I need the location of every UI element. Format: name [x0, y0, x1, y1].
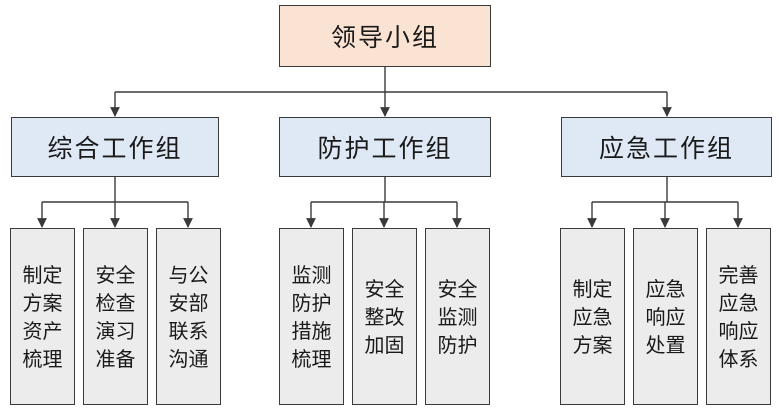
group-node-label: 防护工作组 — [317, 134, 453, 163]
root-node-leadership-group: 领导小组 — [279, 5, 491, 67]
task-node-label: 安全监测防护 — [437, 276, 478, 357]
task-node-label: 制定应急方案 — [572, 276, 613, 357]
group-node-emergency: 应急工作组 — [561, 117, 772, 177]
task-node-label: 监测防护措施梳理 — [291, 262, 332, 371]
task-node-3-2: 应急响应处置 — [633, 228, 698, 405]
task-node-2-2: 安全整改加固 — [352, 228, 417, 405]
task-node-label: 与公安部联系沟通 — [168, 262, 209, 371]
group-node-general: 综合工作组 — [11, 117, 219, 177]
group-node-label: 综合工作组 — [47, 134, 183, 163]
task-node-2-3: 安全监测防护 — [425, 228, 490, 405]
task-node-label: 应急响应处置 — [645, 276, 686, 357]
group-node-protection: 防护工作组 — [279, 117, 491, 177]
task-node-1-2: 安全检查演习准备 — [83, 228, 148, 405]
root-node-label: 领导小组 — [330, 23, 439, 52]
task-node-label: 完善应急响应体系 — [718, 262, 759, 371]
task-node-3-1: 制定应急方案 — [560, 228, 625, 405]
task-node-label: 制定方案资产梳理 — [22, 262, 63, 371]
task-node-1-3: 与公安部联系沟通 — [156, 228, 221, 405]
group-node-label: 应急工作组 — [598, 134, 734, 163]
task-node-3-3: 完善应急响应体系 — [706, 228, 771, 405]
task-node-label: 安全检查演习准备 — [95, 262, 136, 371]
task-node-label: 安全整改加固 — [364, 276, 405, 357]
task-node-2-1: 监测防护措施梳理 — [279, 228, 344, 405]
task-node-1-1: 制定方案资产梳理 — [10, 228, 75, 405]
